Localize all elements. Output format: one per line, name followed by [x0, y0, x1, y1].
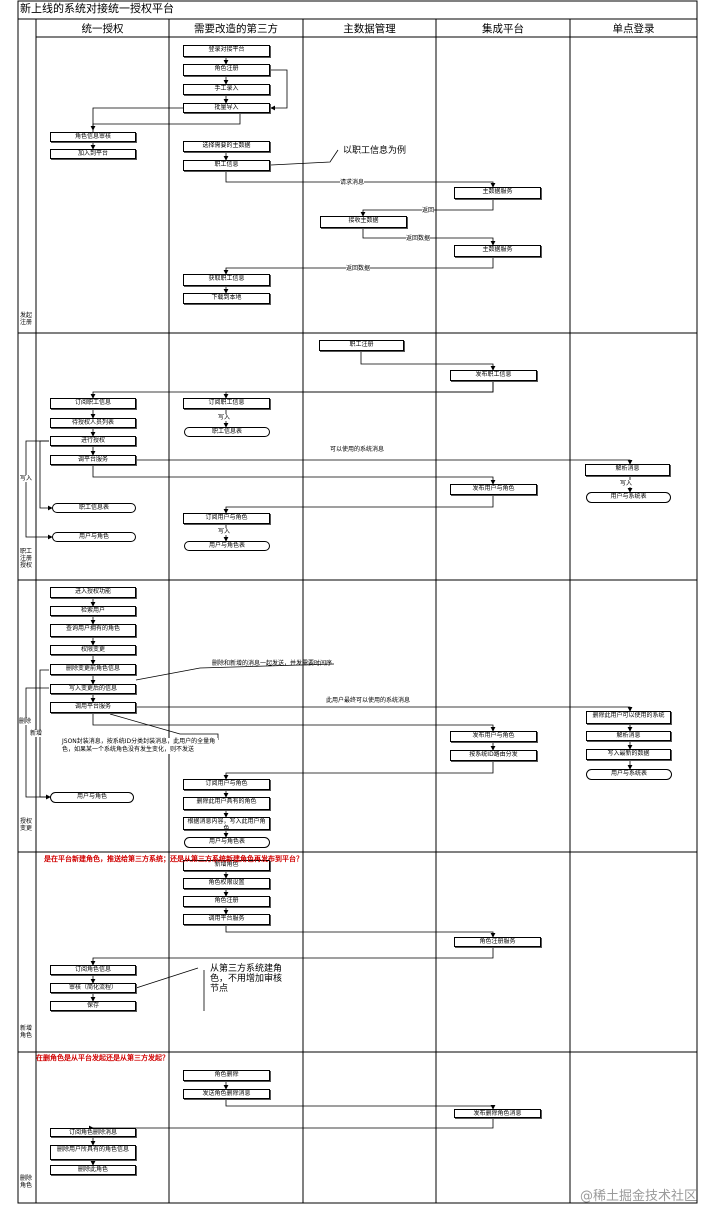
step-add-role: 新增角色: [183, 860, 270, 871]
step-subscribe-staff-info-2: 订阅职工信息: [183, 398, 270, 409]
step-delete-old-roles: 删除变更前角色信息: [50, 664, 136, 675]
phase-label-delete-role: 删除角色: [19, 1175, 32, 1189]
step-subscribe-staff-info: 订阅职工信息: [50, 398, 136, 409]
note-staff-example: 以职工信息为例: [343, 146, 407, 156]
step-subscribe-user-role-2: 订阅用户与角色: [183, 779, 270, 790]
step-grant-auth: 进行授权: [50, 436, 136, 446]
step-role-register-service: 角色注册服务: [454, 937, 541, 947]
step-delete-user-role-info: 删除用户所具有的角色信息: [50, 1145, 136, 1160]
label-return-data: 返回数据: [406, 235, 431, 242]
step-role-permission: 角色权限设置: [183, 878, 270, 889]
step-pending-users: 待授权人员列表: [50, 418, 136, 428]
step-subscribe-role-info: 订阅角色信息: [50, 965, 136, 975]
label-write-2: 写入: [20, 475, 33, 482]
step-call-platform: 调平台服务: [50, 455, 136, 465]
step-review-simplified: 审核（简化流程）: [50, 983, 136, 993]
step-delete-user-systems: 删除此用户可以使用的系统: [586, 711, 671, 724]
step-save: 保存: [50, 1001, 136, 1011]
label-return: 返回: [422, 207, 435, 214]
lane-header-master-data: 主数据管理: [343, 23, 396, 35]
step-batch-import: 批量导入: [183, 103, 270, 113]
phase-label-auth-change: 授权变更: [19, 818, 32, 832]
question-add-role-origin: 是在平台新建角色，推送给第三方系统；还是从第三方系统新建角色再发布到平台？: [44, 855, 303, 863]
step-subscribe-user-role: 订阅用户与角色: [183, 513, 270, 524]
label-delete: 删除: [19, 718, 32, 725]
step-call-platform-service-2: 调用平台服务: [183, 914, 270, 925]
db-user-role: 用户与角色: [52, 532, 136, 542]
step-receive-master-data: 接收主数据: [320, 216, 407, 228]
step-download-local: 下载到本地: [183, 293, 270, 304]
step-write-user-roles: 根据消息内容，写入此用户角色: [183, 817, 270, 830]
label-final-systems: 此用户最终可以使用的系统消息: [326, 697, 411, 704]
label-add: 新增: [30, 730, 43, 737]
step-select-master-data: 选择需要的主数据: [183, 141, 270, 152]
label-write: 写入: [218, 414, 231, 421]
step-write-latest-data: 写入最新的数据: [586, 749, 671, 760]
db-user-role-table: 用户与角色表: [184, 541, 270, 551]
db-user-role-table-2: 用户与角色表: [184, 837, 270, 848]
step-publish-delete-message: 发布删除角色消息: [454, 1109, 541, 1118]
step-role-review: 角色信息审核: [50, 132, 136, 142]
phase-label-staff-auth: 职工注册授权: [19, 548, 32, 569]
page-title: 新上线的系统对接统一授权平台: [20, 2, 174, 15]
step-change-auth: 权限变更: [50, 645, 136, 655]
step-staff-info: 职工信息: [183, 160, 270, 171]
step-publish-staff-info: 发布职工信息: [450, 370, 537, 381]
step-manual-entry: 手工录入: [183, 84, 270, 95]
db-user-role-2: 用户与角色: [50, 792, 134, 803]
lane-header-unified-auth: 统一授权: [81, 23, 124, 35]
step-staff-register: 职工注册: [319, 340, 404, 351]
label-send-together: 删除和新增的消息一起发送，并发需要时间序: [212, 660, 333, 667]
step-login-platform: 登录对接平台: [183, 45, 270, 57]
step-publish-user-role: 发布用户与角色: [450, 484, 537, 495]
step-route-by-system-id: 按系统ID路由分发: [450, 750, 537, 761]
label-write-3: 写入: [620, 480, 633, 487]
watermark: @稀土掘金技术社区: [579, 1189, 697, 1204]
step-publish-user-role-2: 发布用户与角色: [450, 731, 537, 742]
label-json-note: JSON封装消息，按系统ID分类封装消息，此用户的全量角色，如果某一个系统角色没…: [62, 738, 218, 754]
step-delete-role: 角色删除: [183, 1070, 270, 1081]
step-join-platform: 加入到平台: [50, 149, 136, 159]
step-delete-user-roles: 删除此用户具有的角色: [183, 797, 270, 810]
step-send-delete-message: 发送角色删除消息: [183, 1089, 270, 1099]
step-delete-this-role: 删除此角色: [50, 1165, 136, 1175]
step-role-register: 角色注册: [183, 64, 270, 76]
step-parse-message-2: 解析消息: [586, 731, 671, 741]
db-user-system-table-2: 用户与系统表: [586, 769, 672, 780]
step-master-data-service-2: 主数据服务: [454, 245, 541, 257]
step-write-new-info: 写入变更后的信息: [50, 684, 136, 694]
phase-label-register: 发起注册: [19, 312, 32, 326]
step-query-user-roles: 查询用户拥有的角色: [50, 624, 136, 637]
db-staff-table-2: 职工信息表: [52, 503, 136, 513]
question-delete-role-origin: 在删角色是从平台发起还是从第三方发起？: [36, 1054, 169, 1062]
lane-header-third-party: 需要改造的第三方: [194, 23, 278, 35]
step-call-platform-service: 调用平台服务: [50, 702, 136, 713]
phase-label-add-role: 新增角色: [19, 1025, 32, 1039]
step-parse-message: 解析消息: [585, 464, 670, 476]
step-enter-auth: 进入授权功能: [50, 587, 136, 598]
db-user-system-table: 用户与系统表: [586, 492, 671, 503]
label-request-message: 请求消息: [340, 179, 365, 186]
label-write-4: 写入: [218, 528, 231, 535]
label-usable-systems: 可以使用的系统消息: [330, 446, 385, 453]
lane-header-integration: 集成平台: [482, 23, 524, 35]
step-get-staff-info: 获取职工信息: [183, 274, 270, 286]
lane-header-sso: 单点登录: [612, 23, 655, 35]
note-third-party-role: 从第三方系统建角色，不用增加审核节点: [210, 964, 283, 994]
step-subscribe-delete-message: 订阅角色删除消息: [50, 1128, 136, 1137]
step-master-data-service: 主数据服务: [454, 187, 541, 199]
step-search-user: 检索用户: [50, 606, 136, 616]
label-return-data-2: 返回数据: [346, 265, 371, 272]
step-role-register-2: 角色注册: [183, 896, 270, 907]
db-staff-table: 职工信息表: [184, 427, 270, 437]
